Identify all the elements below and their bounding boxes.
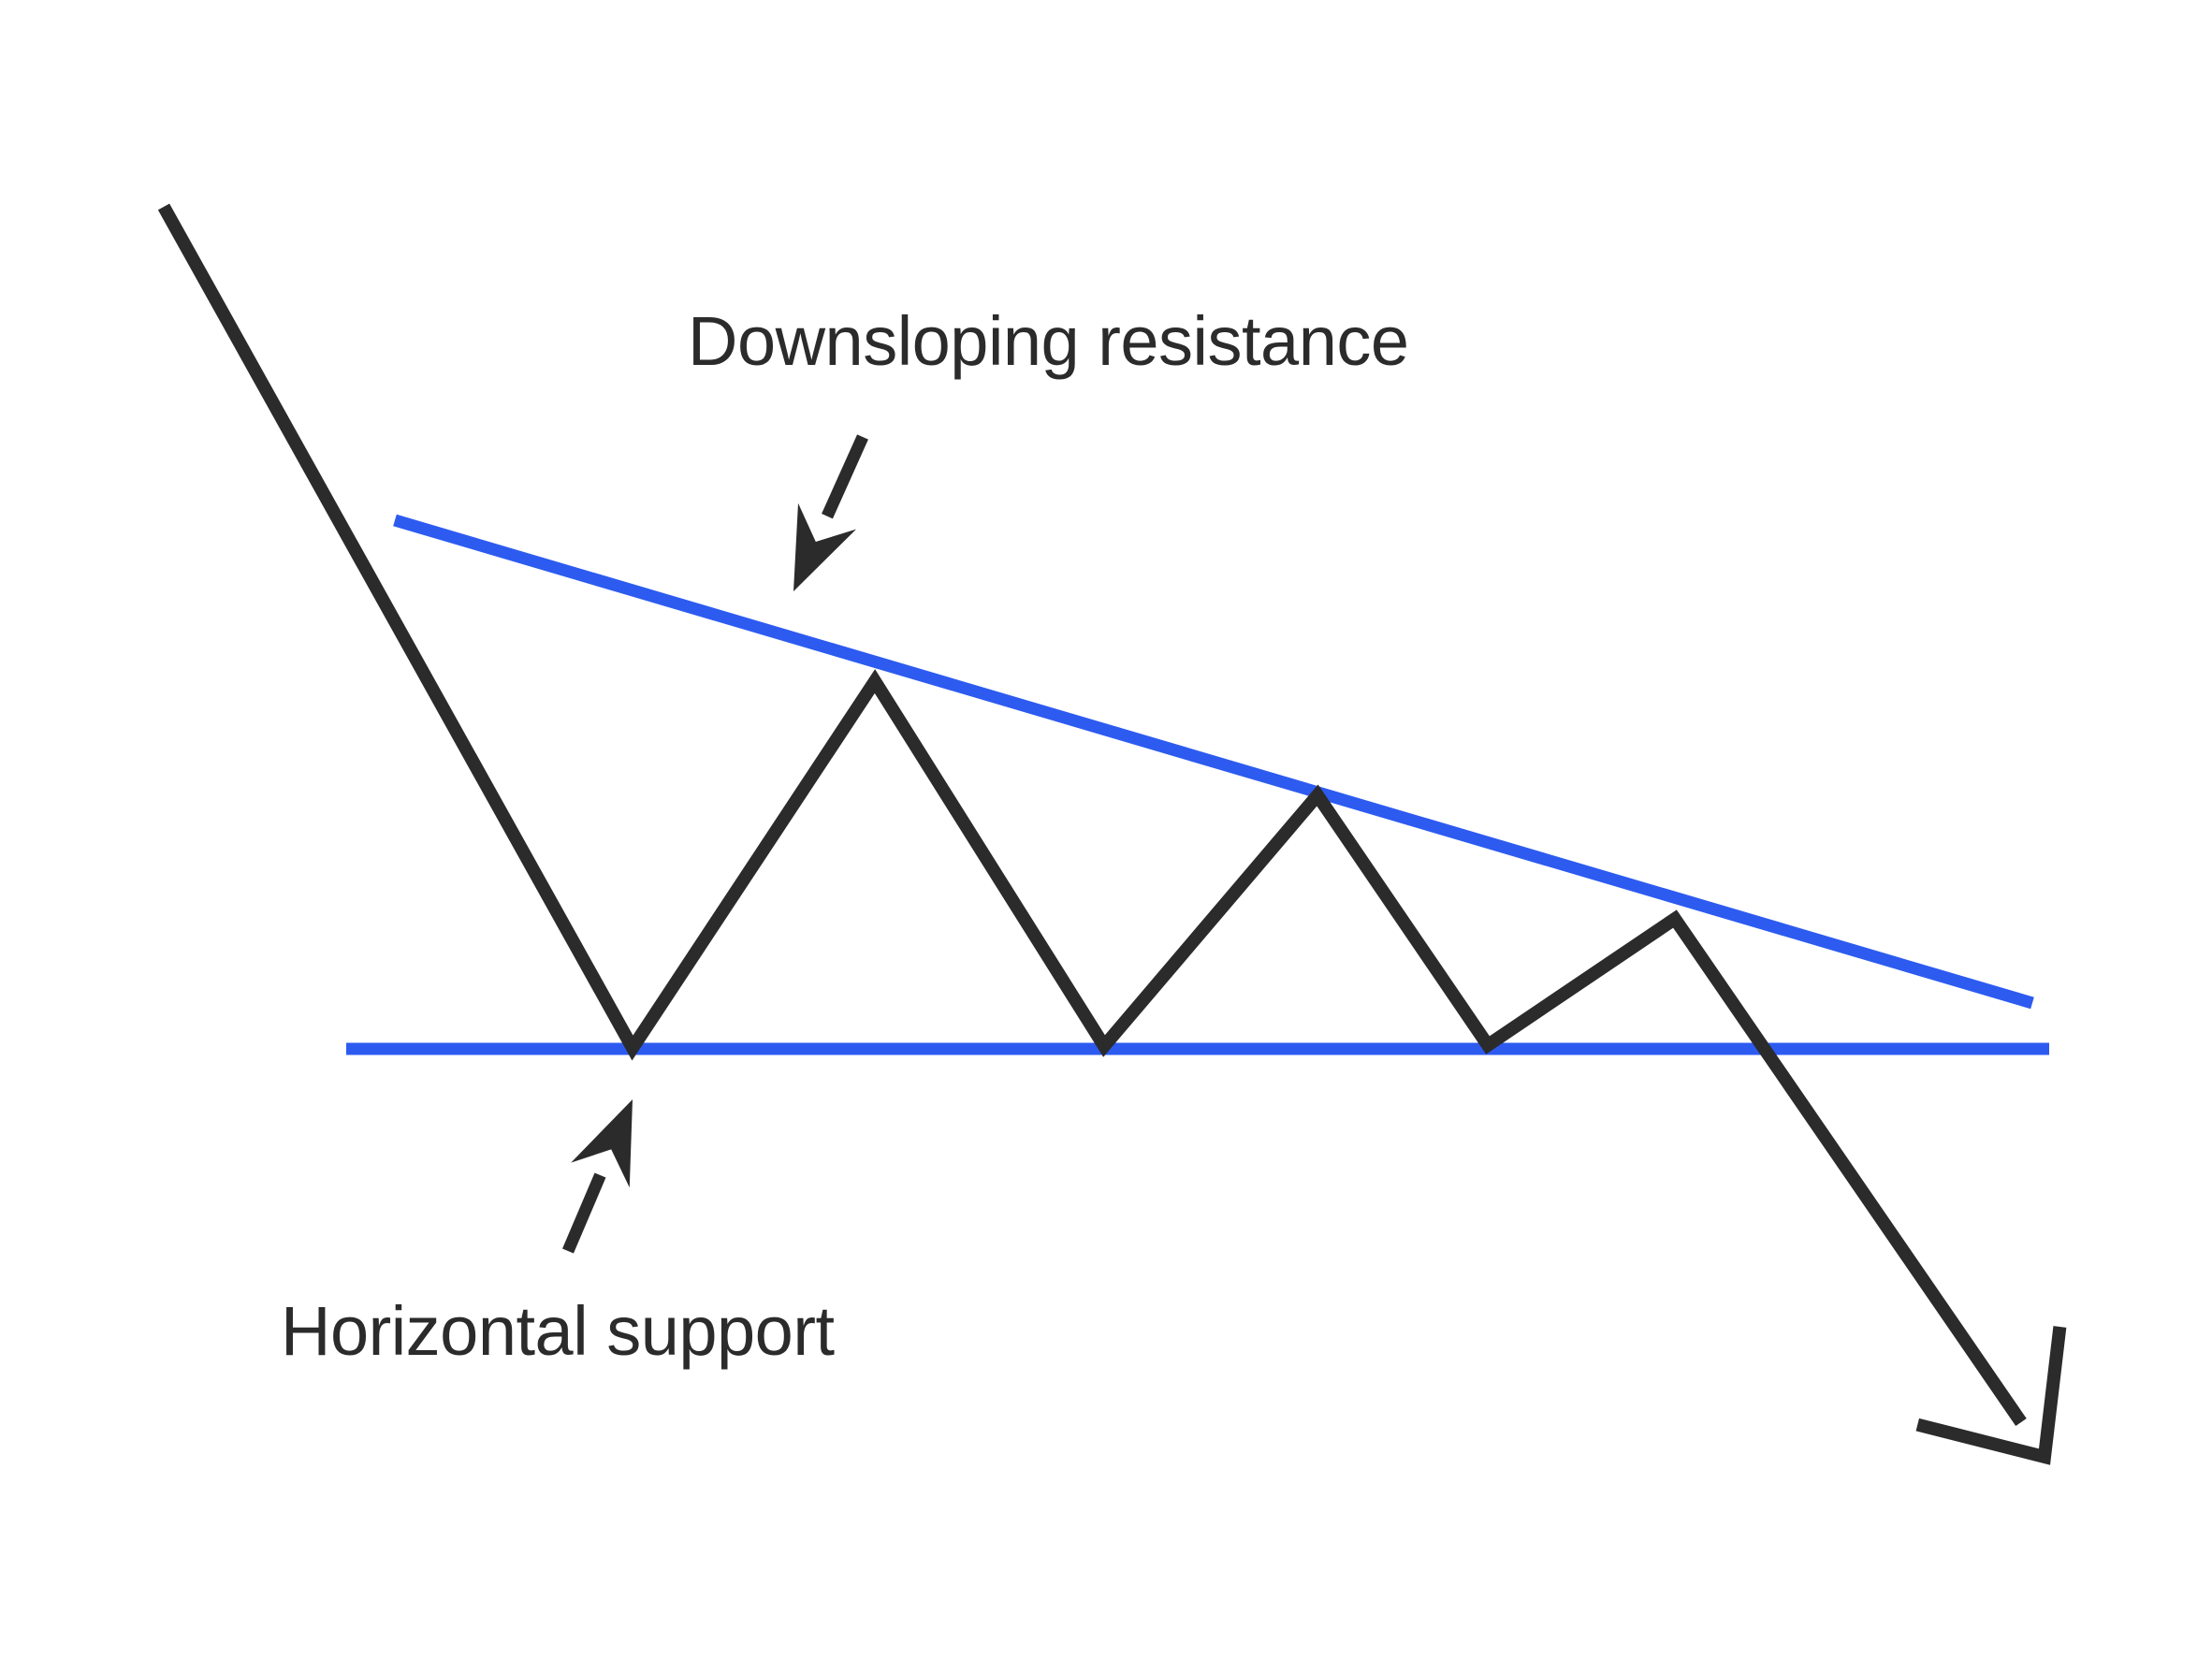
downsloping-resistance-line [393, 514, 2034, 1010]
price-action-polyline [157, 203, 2027, 1426]
breakdown-arrow-icon [1915, 1326, 2067, 1465]
support-arrow-up-icon [571, 1099, 633, 1188]
support-label: Horizontal support [281, 1292, 835, 1370]
resistance-annotation-group: Downsloping resistance [688, 302, 1409, 591]
price-line-group [157, 203, 2067, 1465]
resistance-arrow-down-icon [793, 502, 856, 591]
support-arrow-shaft [562, 1172, 606, 1254]
resistance-arrow-shaft [822, 434, 868, 519]
resistance-label: Downsloping resistance [688, 302, 1409, 380]
support-annotation-group: Horizontal support [281, 1099, 836, 1370]
